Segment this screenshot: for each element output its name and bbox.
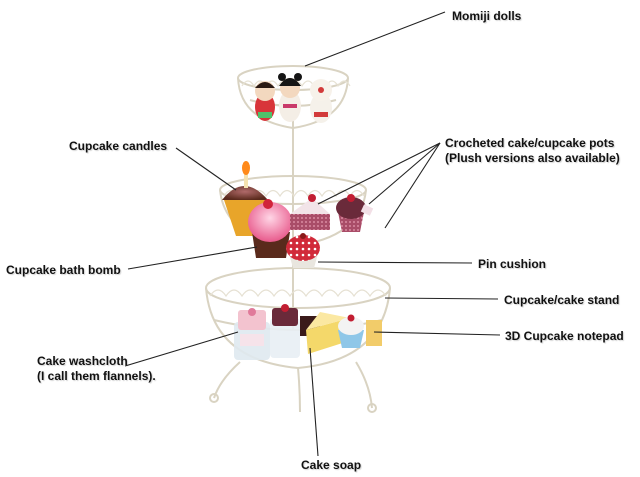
- leader-crocheted-3: [384, 142, 441, 229]
- label-cupcake-candles: Cupcake candles: [69, 139, 167, 154]
- leader-bath-bomb: [127, 246, 258, 270]
- leader-cake-stand: [384, 297, 499, 300]
- momiji-doll-red: [255, 81, 275, 121]
- label-3d-cupcake-notepad: 3D Cupcake notepad: [505, 329, 624, 344]
- label-cake-washcloth: Cake washcloth (I call them flannels).: [37, 354, 156, 384]
- leader-crocheted-2: [368, 142, 441, 205]
- label-cupcake-bath-bomb-text: Cupcake bath bomb: [6, 263, 121, 277]
- label-cake-soap: Cake soap: [301, 458, 361, 473]
- leader-pin-cushion: [317, 261, 473, 264]
- label-cake-washcloth-line2: (I call them flannels).: [37, 369, 156, 383]
- label-cupcake-cake-stand-text: Cupcake/cake stand: [504, 293, 620, 307]
- label-cupcake-cake-stand: Cupcake/cake stand: [504, 293, 619, 308]
- leader-cupcake-candles: [175, 147, 237, 191]
- cupcake-bath-bomb: [248, 199, 292, 258]
- 3d-cupcake-notepad: [338, 314, 382, 348]
- label-momiji-dolls: Momiji dolls: [452, 9, 521, 24]
- leader-lines: [124, 11, 501, 457]
- label-cake-washcloth-line1: Cake washcloth: [37, 354, 128, 368]
- leader-momiji-dolls: [304, 11, 446, 67]
- pin-cushion: [286, 233, 320, 268]
- crocheted-cupcake-pot: [336, 194, 374, 232]
- momiji-doll-black: [278, 73, 302, 122]
- label-3d-cupcake-notepad-text: 3D Cupcake notepad: [505, 329, 624, 343]
- label-cupcake-candles-text: Cupcake candles: [69, 139, 168, 153]
- label-cake-soap-text: Cake soap: [301, 458, 362, 472]
- label-crocheted-pots-line2: (Plush versions also available): [445, 151, 620, 165]
- leader-notepad: [373, 331, 501, 336]
- label-momiji-dolls-text: Momiji dolls: [452, 9, 522, 23]
- leader-crocheted-1: [317, 142, 441, 205]
- label-crocheted-pots-line1: Crocheted cake/cupcake pots: [445, 136, 615, 150]
- label-crocheted-pots: Crocheted cake/cupcake pots (Plush versi…: [445, 136, 620, 166]
- crocheted-cake-slice: [290, 194, 330, 230]
- cake-washcloth: [234, 308, 270, 360]
- label-cupcake-bath-bomb: Cupcake bath bomb: [6, 263, 121, 278]
- leader-washcloth: [124, 331, 239, 367]
- momiji-doll-white: [310, 79, 332, 123]
- label-pin-cushion: Pin cushion: [478, 257, 546, 272]
- leader-cake-soap: [309, 347, 319, 457]
- label-pin-cushion-text: Pin cushion: [478, 257, 547, 271]
